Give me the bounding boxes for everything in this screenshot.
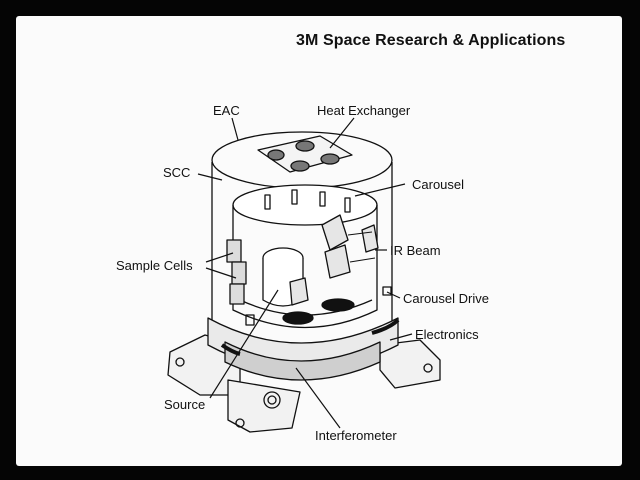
label-sample-cells: Sample Cells: [116, 258, 193, 273]
label-heat-exchanger: Heat Exchanger: [317, 103, 411, 118]
heat-exchanger-block: [257, 135, 353, 173]
slide-background: [16, 16, 622, 466]
leader-interferometer: [295, 367, 341, 429]
leader-eac: [231, 117, 239, 141]
carousel-ring: [232, 184, 378, 226]
label-source: Source: [164, 397, 206, 412]
leader-sample-cells: [205, 267, 237, 279]
label-carousel-drive: Carousel Drive: [403, 291, 489, 306]
leader-source: [209, 289, 279, 399]
label-interferometer: Interferometer: [315, 428, 397, 443]
leader-scc: [197, 173, 223, 181]
interferometer-band: [224, 341, 381, 381]
label-carousel: Carousel: [412, 177, 465, 192]
label-scc: SCC: [163, 165, 191, 180]
slide-title: 3M Space Research & Applications: [296, 32, 566, 49]
leader-electronics: [389, 333, 413, 341]
sample-cell: [226, 239, 242, 263]
label-ir-beam: IR Beam: [390, 243, 441, 258]
base-flange: [227, 379, 301, 433]
leader-carousel: [354, 183, 406, 197]
sample-cell: [231, 261, 247, 285]
label-eac: EAC: [213, 103, 240, 118]
leader-sample-cells: [205, 252, 234, 263]
base-flange: [379, 339, 441, 389]
leader-carousel-drive: [386, 291, 401, 299]
sample-cell: [229, 283, 245, 305]
leader-heat-exchanger: [329, 117, 355, 149]
label-electronics: Electronics: [415, 327, 479, 342]
